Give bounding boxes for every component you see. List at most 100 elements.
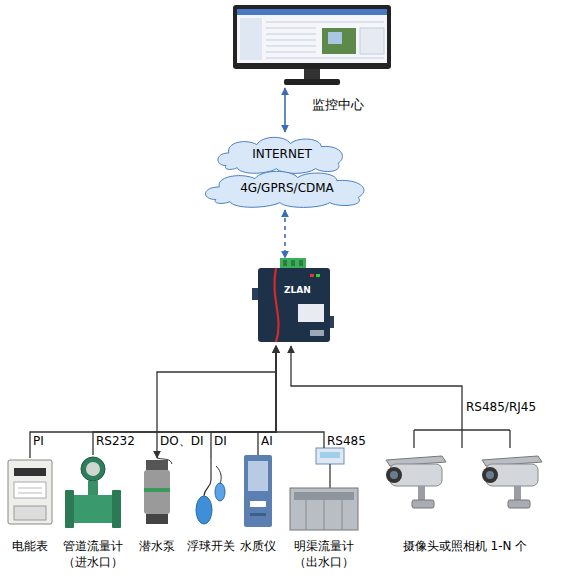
connector-arrow [284,88,286,132]
illustration-part [324,500,325,530]
illustration-part [18,493,42,494]
illustration-part [342,500,343,530]
illustration-part [112,490,121,528]
illustration-part [14,468,46,476]
cloud-node: 4G/GPRS/CDMA [198,166,376,210]
illustration-part [266,40,316,41]
illustration-part [266,34,316,35]
illustration-part [81,457,105,481]
connector-arrow [258,346,276,455]
illustration-part [294,492,354,500]
illustration-part [322,28,356,54]
interface-label: RS485 [327,434,366,448]
illustration-part [482,456,542,508]
bus-drop [509,430,510,448]
interface-label: RS485/RJ45 [466,400,536,414]
illustration-part [250,501,266,507]
illustration-part [482,467,498,483]
connector-arrow [30,346,276,458]
device-node: 潜水泵 [136,458,178,558]
device-node: 浮球开关 [186,458,236,558]
illustration-part [418,486,425,500]
illustration-part [316,274,320,277]
interface-label: RS232 [96,434,135,448]
node-label: 摄像头或照相机 1-N 个 [384,538,546,554]
illustration-part [216,466,221,484]
illustration-part [146,514,168,524]
illustration-part [266,52,316,53]
illustration-part [204,458,211,496]
illustration-part [244,455,272,527]
illustration-part [250,513,266,516]
floatsw-art [186,458,236,528]
illustration-part [14,482,46,498]
illustration-part [386,456,446,508]
illustration-part [298,304,324,322]
illustration-part [329,464,331,488]
illustration-part [310,330,324,336]
connector-arrow [291,346,462,448]
illustration-part [386,467,402,483]
quality-art [238,455,278,530]
illustration-part [88,481,98,495]
illustration-part [237,9,387,15]
node-label: 明渠流量计 （出水口） [286,538,362,570]
bus-line [414,429,510,430]
node-label: 管道流量计 （进水口） [60,538,126,570]
pipeflow-art [60,455,126,535]
device-node: 管道流量计 （进水口） [60,455,126,575]
illustration-part [237,9,387,63]
illustration-part [233,5,391,69]
illustration-part [291,260,295,266]
connector-arrow [211,346,276,458]
connector-arrow [276,346,324,448]
node-label: ZLAN [284,285,311,295]
illustration-part [266,58,384,59]
illustration-part [146,460,168,470]
illustration-part [215,483,225,501]
illustration-part [144,470,170,514]
connector-arrow [284,210,286,258]
illustration-part [360,28,384,54]
illustration-part [284,79,340,85]
connector-arrow [93,346,276,455]
illustration-part [412,500,434,508]
illustration-part [72,495,114,523]
illustration-part [196,496,212,524]
illustration-part [144,488,170,492]
illustration-part [248,461,268,491]
gateway-art [250,258,336,346]
illustration-part [8,460,52,524]
node-label: INTERNET [212,146,352,162]
device-node: 明渠流量计 （出水口） [286,448,362,576]
illustration-part [266,46,316,47]
pump-art [136,458,178,528]
illustration-part [390,464,442,486]
cameras-art [384,448,546,518]
monitor-art [232,4,392,88]
illustration-part [304,69,320,79]
illustration-part [508,500,530,508]
illustration-part [486,471,494,479]
illustration-part [310,274,314,277]
connector-arrow [157,346,276,458]
illustration-part [86,462,100,476]
node-label: 水质仪 [238,538,278,554]
illustration-part [14,506,46,520]
illustration-part [306,500,307,530]
interface-label: DI [214,434,227,448]
node-label: 监控中心 [312,97,364,113]
node-label: 浮球开关 [186,538,236,554]
camera-group: 摄像头或照相机 1-N 个 [384,448,546,558]
device-node: 电能表 [6,458,54,558]
illustration-part [283,260,287,266]
node-label: 4G/GPRS/CDMA [198,180,376,196]
channel-art [286,448,362,533]
illustration-part [390,471,398,479]
illustration-part [316,448,344,464]
illustration-part [258,268,330,342]
monitor-node: 监控中心 [232,4,392,88]
illustration-part [274,268,278,342]
gateway-node: ZLAN [250,258,336,346]
